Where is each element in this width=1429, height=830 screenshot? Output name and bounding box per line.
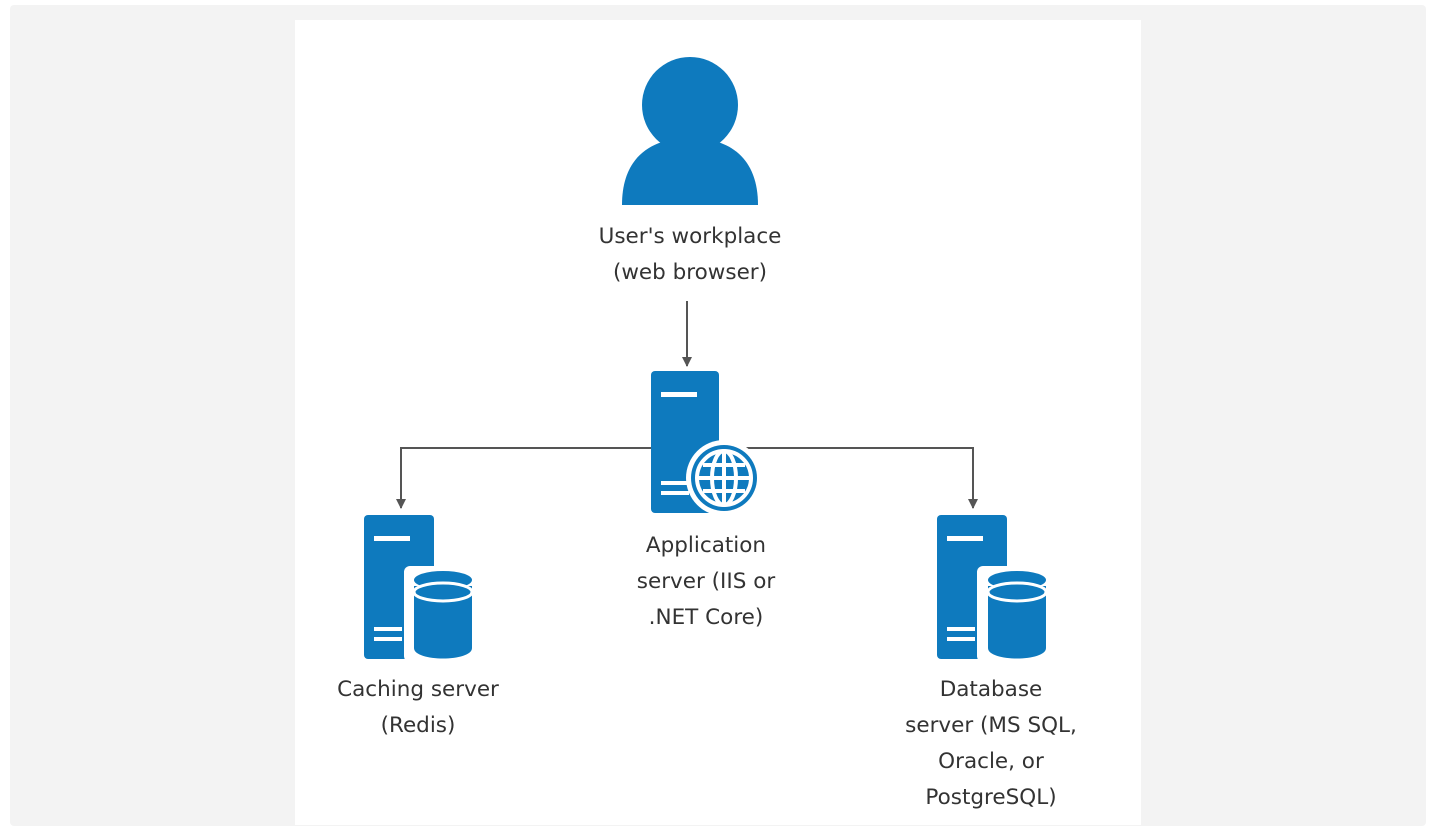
db-server-label-line-3: Oracle, or <box>938 749 1044 774</box>
db-server-label-line-1: Database <box>939 677 1043 702</box>
user-workplace-label: User's workplace (web browser) <box>599 219 782 291</box>
user-workplace-label-line-1: User's workplace <box>598 224 782 249</box>
db-server-label-line-2: server (MS SQL, <box>905 713 1077 738</box>
user-person-icon <box>622 57 758 205</box>
app-server-label-line-1: Application <box>645 533 767 558</box>
edge-app-server-to-db-server <box>718 447 978 509</box>
user-workplace-label-line-2: (web browser) <box>612 260 768 285</box>
db-server-label: Database server (MS SQL, Oracle, or Post… <box>905 672 1077 816</box>
edge-app-server-to-cache-server <box>396 447 652 509</box>
cache-server-label-line-1: Caching server <box>337 677 499 702</box>
cache-server-label: Caching server (Redis) <box>337 672 499 744</box>
app-server-label-line-2: server (IIS or <box>636 569 776 594</box>
db-server-label-line-4: PostgreSQL) <box>925 785 1057 810</box>
connectors <box>396 301 978 509</box>
db-server-icon <box>937 515 1053 662</box>
cache-server-icon <box>364 515 480 662</box>
web-server-globe-icon <box>651 371 762 516</box>
app-server-label-line-3: .NET Core) <box>648 605 764 630</box>
app-server-label: Application server (IIS or .NET Core) <box>637 528 775 636</box>
cache-server-label-line-2: (Redis) <box>380 713 456 738</box>
bottom-strip <box>0 826 1429 830</box>
